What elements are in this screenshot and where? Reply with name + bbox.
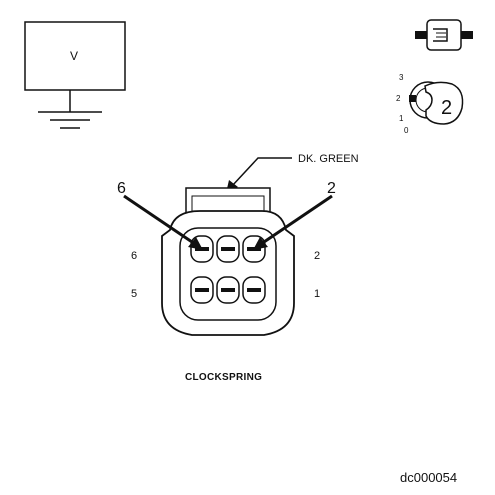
voltmeter-label: V: [70, 49, 78, 63]
connector-icon: [415, 19, 473, 51]
pin-label-6: 6: [131, 250, 137, 262]
connector-body: [161, 210, 295, 336]
key-position-0: 0: [404, 126, 409, 135]
pin-label-5: 5: [131, 288, 137, 300]
voltmeter: V: [24, 21, 126, 129]
key-position-2: 2: [396, 94, 401, 103]
wire-callout: DK. GREEN: [226, 153, 359, 193]
cavity-pin-4: [216, 235, 240, 263]
cavity-pin-5: [190, 276, 214, 304]
connector-caption: CLOCKSPRING: [185, 372, 262, 383]
key-selected-position: 2: [441, 97, 452, 119]
callout-pin-2: 2: [327, 180, 336, 197]
probe-arrow-pin-2: [253, 194, 333, 250]
probe-arrow-pin-6: [123, 194, 203, 250]
key-position-3: 3: [399, 73, 404, 82]
ground-symbol-icon: [38, 90, 102, 129]
pin-label-1: 1: [314, 288, 320, 300]
cavity-pin-3: [216, 276, 240, 304]
ignition-key-icon: 3 2 1 0 2: [396, 73, 464, 135]
key-position-1: 1: [399, 114, 404, 123]
figure-id: dc000054: [400, 470, 457, 485]
callout-pin-6: 6: [117, 180, 126, 197]
clockspring-connector: [161, 187, 295, 336]
cavity-pin-1: [242, 276, 266, 304]
pin-label-2: 2: [314, 250, 320, 262]
voltmeter-box: [24, 21, 126, 91]
wire-color-label: DK. GREEN: [298, 153, 359, 165]
